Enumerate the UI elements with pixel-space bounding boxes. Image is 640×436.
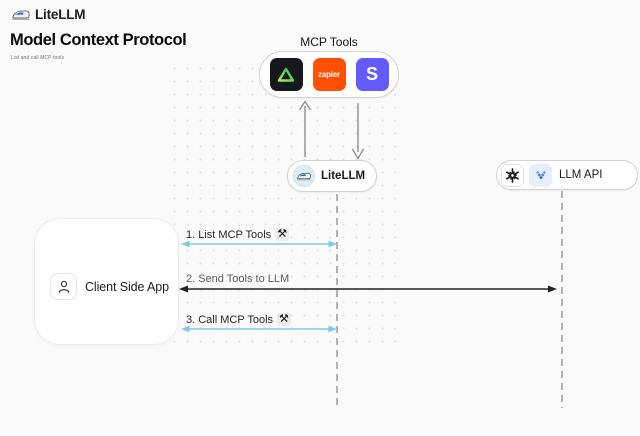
- blue-cubes-icon: [529, 163, 552, 187]
- stripe-logo-icon: S: [355, 58, 389, 91]
- page-subtitle: List and call MCP tools: [11, 55, 65, 61]
- client-node: Client Side App: [34, 218, 179, 345]
- flow-2-right-arrowhead-icon: [548, 285, 557, 293]
- triangle-logo-icon: [269, 58, 303, 91]
- mcp-tools-label: MCP Tools: [300, 35, 358, 49]
- client-node-content: Client Side App: [50, 273, 169, 300]
- flow-2-label: 2. Send Tools to LLM: [186, 273, 289, 285]
- litellm-node-label: LiteLLM: [321, 170, 366, 182]
- page-title: Model Context Protocol: [10, 31, 187, 49]
- openai-icon: [501, 163, 524, 187]
- llm-api-label: LLM API: [559, 169, 603, 181]
- flow-3-label: 3. Call MCP Tools ⚒: [186, 313, 291, 326]
- tools-icon: ⚒: [275, 228, 290, 241]
- flow-1-text: 1. List MCP Tools: [186, 228, 272, 241]
- dot-grid-background: [168, 62, 396, 346]
- brand: LiteLLM: [12, 7, 86, 22]
- user-icon: [50, 273, 77, 300]
- client-node-label: Client Side App: [85, 279, 169, 294]
- brand-name: LiteLLM: [35, 7, 86, 22]
- zapier-logo-icon: zapier: [312, 58, 346, 91]
- litellm-train-icon: [293, 165, 315, 187]
- flow-2-text: 2. Send Tools to LLM: [186, 273, 290, 285]
- litellm-train-icon: [12, 8, 30, 21]
- flow-3-text: 3. Call MCP Tools: [186, 313, 274, 326]
- llm-api-node: LLM API: [496, 160, 638, 190]
- tools-icon: ⚒: [277, 313, 291, 326]
- flow-1-label: 1. List MCP Tools ⚒: [186, 228, 290, 241]
- mcp-tools-node: zapier S: [259, 51, 399, 98]
- litellm-node: LiteLLM: [287, 160, 377, 192]
